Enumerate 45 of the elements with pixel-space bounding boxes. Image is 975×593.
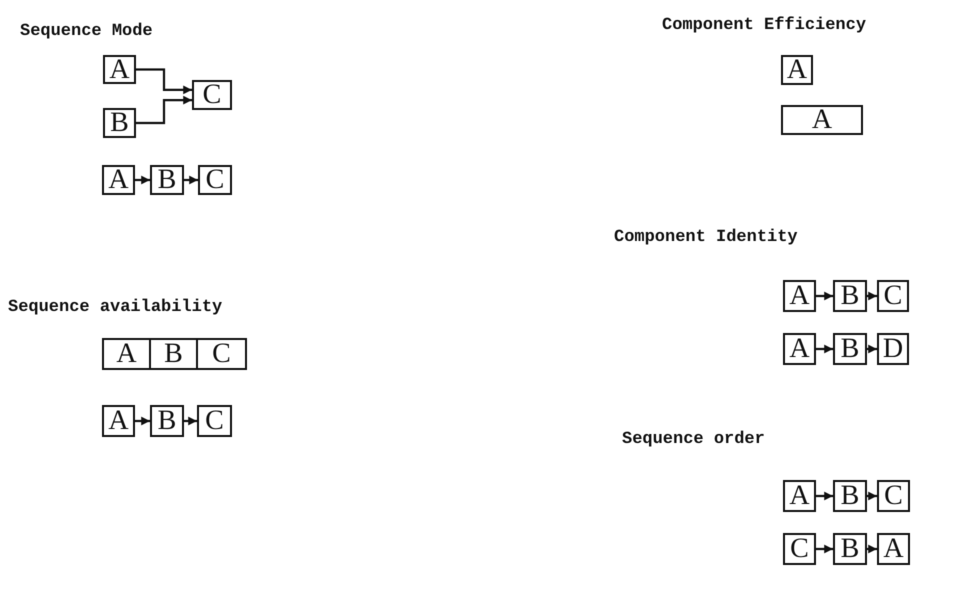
letter-box: B bbox=[833, 480, 867, 512]
arrow bbox=[816, 292, 833, 300]
section-heading: Sequence Mode bbox=[20, 22, 153, 41]
section-heading: Component Efficiency bbox=[662, 16, 866, 35]
letter-box: A bbox=[783, 480, 816, 512]
letter-box: A bbox=[102, 338, 151, 370]
arrow bbox=[135, 416, 150, 426]
letter-box: A bbox=[103, 55, 136, 84]
arrow bbox=[135, 176, 150, 184]
letter-box: B bbox=[833, 333, 867, 365]
section-heading: Sequence availability bbox=[8, 298, 222, 317]
letter-box: C bbox=[198, 165, 232, 195]
letter-box: B bbox=[833, 533, 867, 565]
arrow bbox=[867, 492, 877, 500]
arrow bbox=[184, 176, 198, 184]
arrow bbox=[816, 344, 833, 354]
letter-box: A bbox=[783, 333, 816, 365]
arrow bbox=[136, 68, 192, 94]
letter-box: B bbox=[150, 165, 184, 195]
section-heading: Component Identity bbox=[614, 228, 798, 247]
letter-box: A bbox=[781, 55, 813, 85]
arrow bbox=[184, 416, 197, 426]
letter-box: C bbox=[877, 280, 909, 312]
letter-box: A bbox=[783, 280, 816, 312]
letter-box: B bbox=[149, 338, 198, 370]
section-heading: Sequence order bbox=[622, 430, 765, 449]
letter-box: C bbox=[197, 405, 232, 437]
letter-box: A bbox=[781, 105, 863, 135]
letter-box: C bbox=[192, 80, 232, 110]
letter-box: B bbox=[103, 108, 136, 138]
letter-box: A bbox=[877, 533, 910, 565]
arrow bbox=[816, 492, 833, 500]
arrow bbox=[867, 544, 877, 554]
letter-box: B bbox=[833, 280, 867, 312]
letter-box: C bbox=[196, 338, 247, 370]
arrow bbox=[867, 344, 877, 354]
letter-box: A bbox=[102, 165, 135, 195]
letter-box: C bbox=[877, 480, 910, 512]
arrow bbox=[136, 96, 192, 124]
letter-box: A bbox=[102, 405, 135, 437]
letter-box: C bbox=[783, 533, 816, 565]
arrow bbox=[816, 544, 833, 554]
letter-box: D bbox=[877, 333, 909, 365]
arrow bbox=[867, 292, 877, 300]
letter-box: B bbox=[150, 405, 184, 437]
